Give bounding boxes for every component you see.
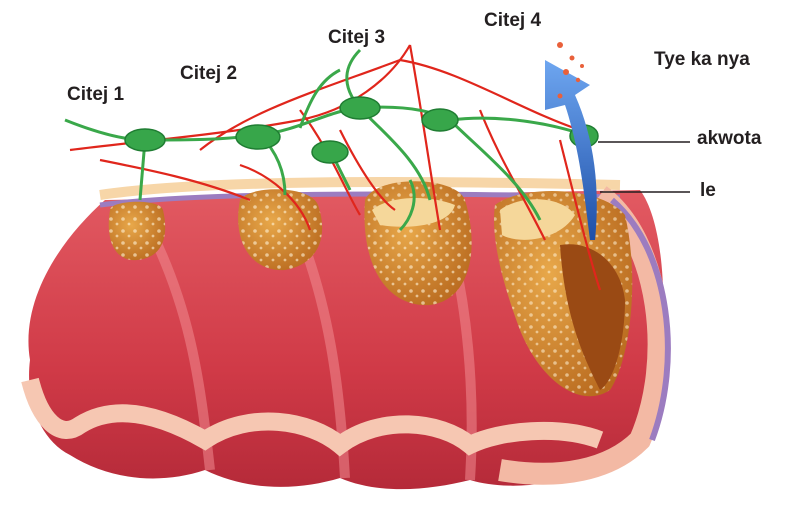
- lymph-node-3: [312, 141, 348, 163]
- lymph-nodes: [125, 97, 598, 163]
- spread-callout-label: Tye ka nya: [654, 49, 750, 71]
- stage-1-label: Citej 1: [67, 84, 124, 106]
- lymph-callout-label: akwota: [697, 128, 761, 150]
- tumor-stage-1: [109, 202, 165, 260]
- stage-3-label: Citej 3: [328, 27, 385, 49]
- lymph-node-2: [236, 125, 280, 149]
- stage-4-label: Citej 4: [484, 10, 541, 32]
- lymph-node-4: [340, 97, 380, 119]
- blood-callout-label: le: [700, 180, 716, 202]
- lymph-node-1: [125, 129, 165, 151]
- stage-2-label: Citej 2: [180, 63, 237, 85]
- lymph-node-5: [422, 109, 458, 131]
